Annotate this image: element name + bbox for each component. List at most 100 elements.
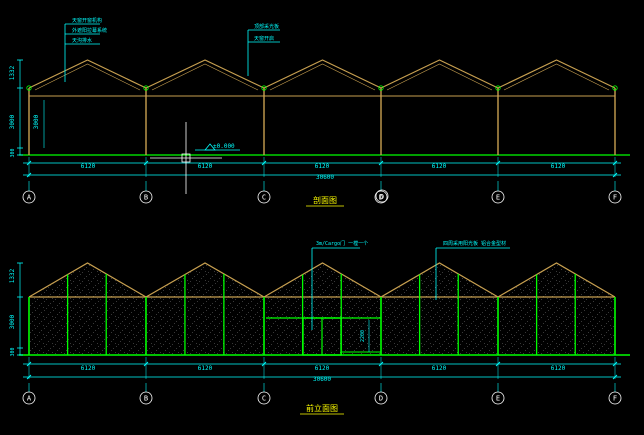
elevation-bay-label-3: 6120 [315,365,330,372]
section-callouts-left: 天窗开窗机构 外遮阳拉幕系统 天沟排水 [64,17,107,82]
axis-bubble [374,391,388,405]
elevation-height-label-mid: 3000 [9,314,16,329]
axis-bubble [608,190,622,204]
elevation-bay-label-1: 6120 [81,365,96,372]
roof-truss-inner [34,63,141,91]
section-title: 剖面图 [313,195,337,205]
dimension-tick [26,172,32,178]
elevation-dimensions [17,262,621,380]
cladding-panel [29,263,146,355]
section-height-label-top: 1332 [9,65,16,80]
axis-bubble-label: C [262,395,266,403]
roof-truss-inner [386,63,493,91]
cladding-panel [264,263,381,355]
gutter-marker [261,85,267,91]
section-callouts-right: 顶部采光板 天窗开启 [247,23,280,76]
axis-bubble [608,391,622,405]
door-height-label: 2200 [360,330,366,342]
axis-bubble [139,391,153,405]
cladding-panel [381,263,498,355]
section-structure [19,59,630,156]
section-wall-height-label: 3000 [33,114,40,129]
roof-gable [497,59,616,89]
elevation-zero-label: ±0.000 [213,143,235,150]
elevation-title: 前立面图 [306,403,338,413]
roof-gable [145,59,265,89]
section-bay-label-2: 6120 [198,163,213,170]
elevation-bay-label-5: 6120 [551,365,566,372]
section-total-width-label: 30600 [316,174,334,181]
section-center-marker: D [375,189,389,203]
elevation-total-width-label: 30600 [313,376,331,383]
axis-bubble-label: A [27,194,32,202]
axis-bubble-label: F [613,395,617,403]
dimension-tick [612,374,618,380]
callout-vent-mechanism: 天窗开窗机构 [72,17,102,24]
section-center-marker-label: D [380,193,384,201]
section-height-label-mid: 3000 [9,114,16,129]
axis-bubble [139,190,153,204]
roof-truss-inner [151,63,259,91]
section-dimensions [17,59,621,178]
section-bay-label-4: 6120 [432,163,447,170]
cad-crosshair-cursor [150,122,222,194]
roof-truss-inner [269,63,376,91]
elevation-callout-door: 3m/Cargo门 一樘一个 [311,240,368,330]
axis-bubble-label: F [613,194,617,202]
callout-roof-panel: 顶部采光板 [254,23,279,30]
gutter-marker [612,85,618,91]
axis-bubble [257,391,271,405]
axis-bubble-label: B [144,395,148,403]
callout-vent-open: 天窗开启 [254,35,274,42]
axis-bubble [22,190,36,204]
cladding-panel [146,263,264,355]
section-bay-label-5: 6120 [551,163,566,170]
roof-gable [497,262,616,298]
roof-gable [28,262,147,298]
elevation-height-label-top: 1332 [9,268,16,283]
dimension-tick [26,374,32,380]
gutter-marker [378,85,384,91]
section-axis-bubbles: A B C D E F [22,181,622,204]
elevation-structure [19,262,630,356]
callout-shade-system: 外遮阳拉幕系统 [72,27,107,34]
elevation-axis-bubbles: A B C D E F [22,383,622,405]
front-elevation-view: A B C D E F 1332 3000 300 2200 3m/Cargo门 一樘一个… [9,240,630,415]
gutter-marker [143,85,149,91]
door-callout-label: 3m/Cargo门 一樘一个 [316,240,368,247]
axis-bubble [257,190,271,204]
dimension-tick [612,172,618,178]
elevation-bay-label-4: 6120 [432,365,447,372]
roof-gable [380,59,499,89]
gutter-marker [495,85,501,91]
cladding-callout-label: 四周采用阳光板 铝合金型材 [443,240,506,247]
elevation-mark: ±0.000 [195,143,240,151]
axis-bubble [22,391,36,405]
roof-gable [263,59,382,89]
axis-bubble-label: B [144,194,148,202]
roof-gable [145,262,265,298]
axis-bubble-label: E [496,395,500,403]
section-bay-label-1: 6120 [81,163,96,170]
section-height-label-bottom: 300 [10,148,16,157]
axis-bubble [491,190,505,204]
roof-truss-inner [503,63,610,91]
axis-bubble-label: D [379,194,383,202]
elevation-callout-cladding: 四周采用阳光板 铝合金型材 [435,240,510,300]
axis-bubble-label: D [379,395,383,403]
roof-gable [263,262,382,298]
axis-bubble-label: A [27,395,32,403]
section-view: A B C D E F 1332 3000 300 3000 天窗开窗机构 外遮阳拉幕系统… [9,17,630,207]
elevation-height-label-bottom: 300 [10,347,16,356]
roof-gable [380,262,499,298]
gutter-marker [26,85,32,91]
axis-bubble-label: C [262,194,266,202]
roof-gable [28,59,147,89]
section-bay-label-3: 6120 [315,163,330,170]
axis-bubble [374,190,388,204]
axis-bubble-label: E [496,194,500,202]
elevation-bay-label-2: 6120 [198,365,213,372]
callout-gutter: 天沟排水 [72,37,92,44]
